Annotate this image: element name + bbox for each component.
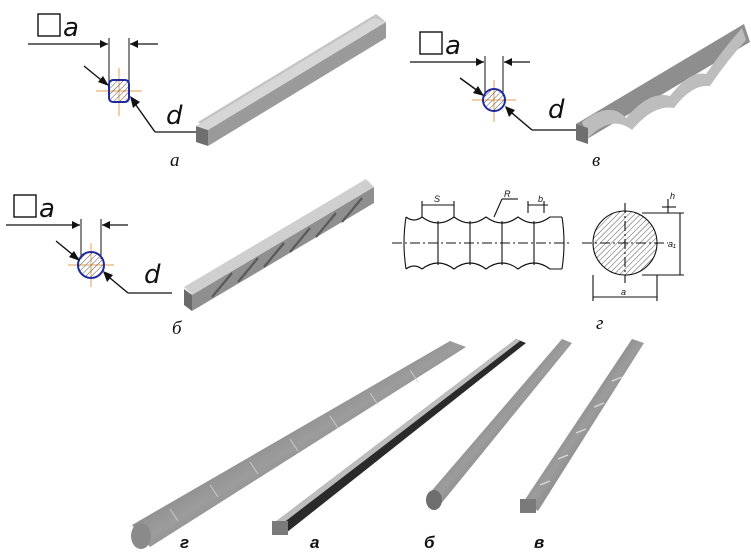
panel-a-square-bar: a d а	[0, 0, 386, 171]
dim-h-label: h	[670, 191, 675, 201]
panel-g-periodic-profile: S R b a a₁ h г	[392, 185, 751, 345]
dim-s-label: S	[434, 194, 440, 204]
photo-rebar-rough	[428, 339, 572, 505]
panel-v-drawing: a d	[410, 24, 750, 144]
panel-a-drawing: a d	[28, 13, 386, 146]
photo-label-a: а	[310, 533, 320, 552]
rebar-photo-drawing	[131, 339, 644, 549]
cross-section-round	[482, 88, 506, 112]
panel-b-ribbed-bar: a d б	[0, 175, 380, 340]
caption-b: б	[172, 318, 182, 339]
dim-b-label: b	[538, 194, 543, 204]
photo-label-v: в	[534, 533, 545, 552]
cross-section-ribbed	[77, 251, 105, 279]
square-bar-3d	[208, 22, 386, 146]
panel-v-twisted-bar: a d в	[400, 0, 751, 180]
bar-end-face	[196, 126, 208, 146]
caption-a: а	[170, 150, 180, 171]
dim-a1-label: a₁	[668, 239, 676, 249]
photo-rebar-ribbed	[132, 341, 466, 547]
square-symbol-icon	[13, 194, 37, 218]
size-symbol-a: a	[63, 13, 79, 43]
profile-side-view	[392, 198, 572, 270]
square-symbol-icon	[37, 13, 61, 37]
panel-b-drawing: a d	[6, 179, 374, 311]
diameter-symbol-d: d	[144, 260, 161, 290]
dim-r-label: R	[504, 189, 511, 199]
rebar-photo: г а б в	[110, 335, 690, 555]
photo-label-b: б	[424, 533, 435, 552]
twisted-bar-3d	[576, 24, 750, 144]
cross-section-square	[108, 79, 130, 103]
profile-cross-section	[582, 199, 684, 301]
panel-g-drawing: S R b a a₁ h	[392, 189, 684, 301]
diameter-symbol-d: d	[548, 95, 565, 125]
dim-a-label: a	[621, 287, 626, 297]
square-symbol-icon	[419, 31, 443, 55]
size-symbol-a: a	[445, 31, 461, 61]
ribbed-bar-3d	[184, 179, 374, 311]
photo-bar-square	[274, 339, 526, 533]
caption-g: г	[596, 313, 604, 334]
size-symbol-a: a	[39, 194, 55, 224]
diameter-symbol-d: d	[166, 101, 183, 131]
photo-label-g: г	[180, 533, 190, 552]
caption-v: в	[592, 150, 601, 171]
photo-bar-twisted	[524, 339, 644, 511]
